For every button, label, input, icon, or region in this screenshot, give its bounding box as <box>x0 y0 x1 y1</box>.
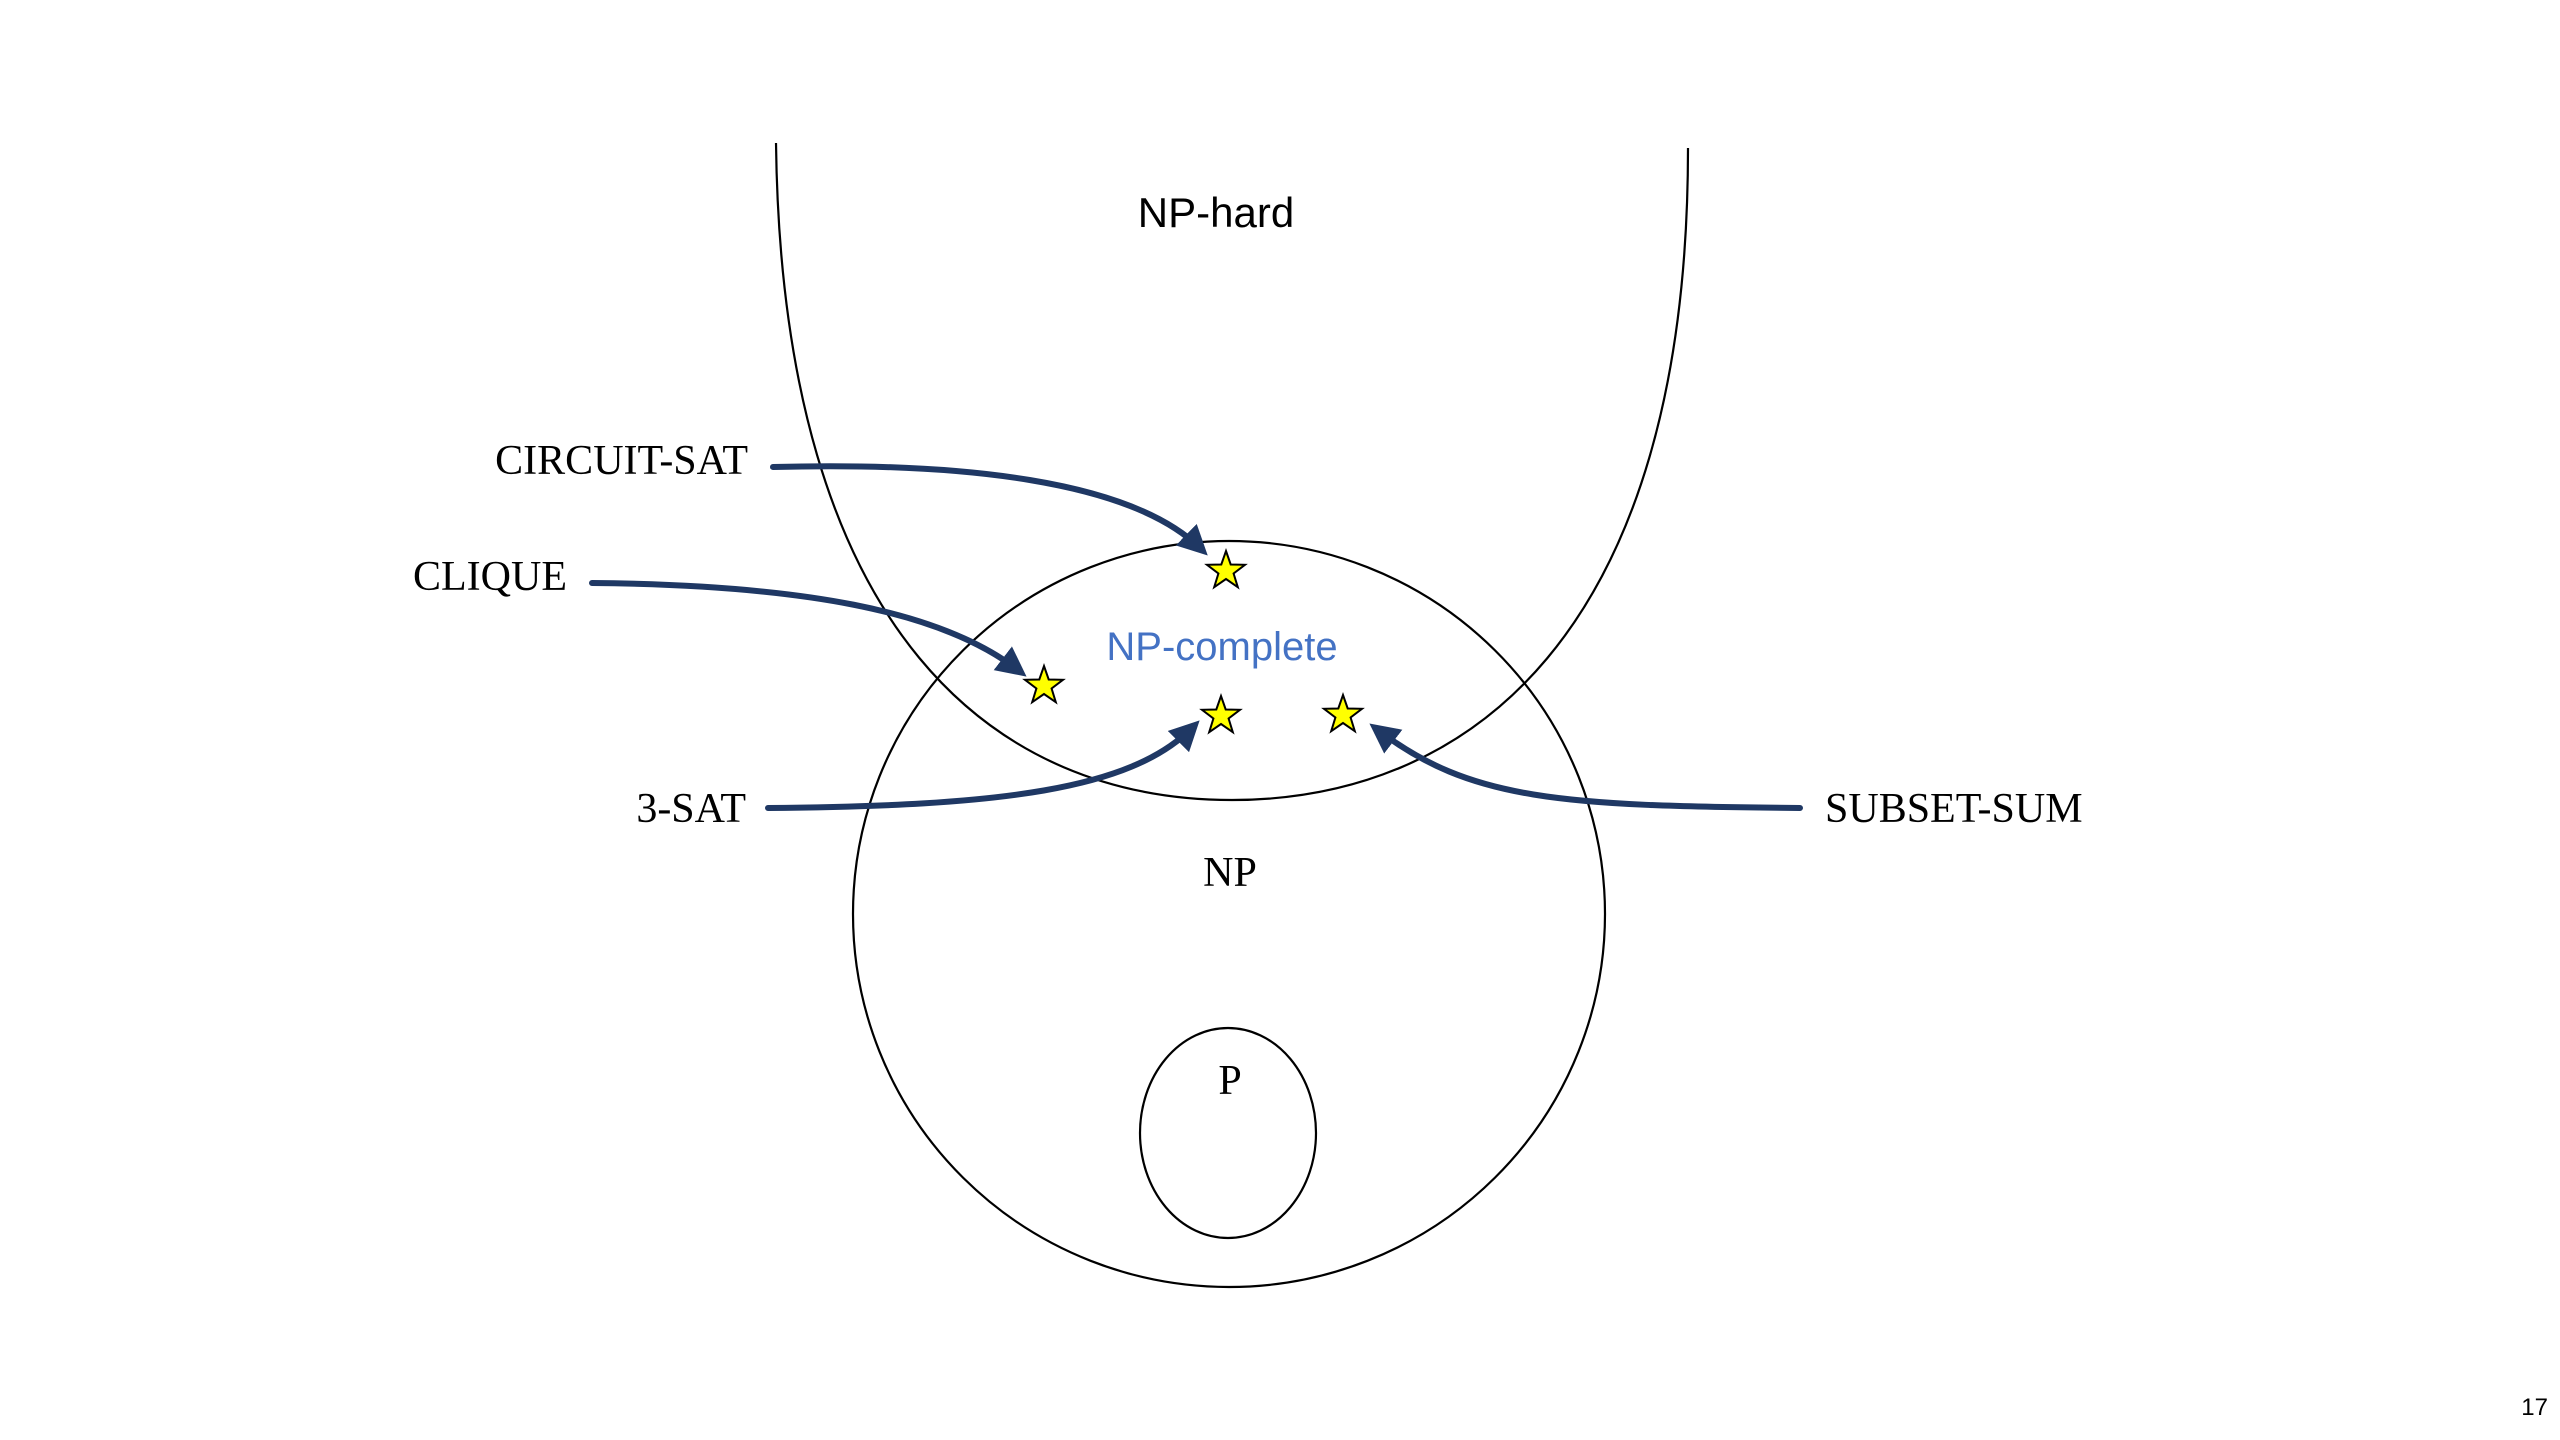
circuit-sat-label: CIRCUIT-SAT <box>495 438 748 484</box>
np-hard-label: NP-hard <box>1138 189 1294 236</box>
clique-label: CLIQUE <box>413 554 567 600</box>
clique-arrow <box>589 580 1027 677</box>
np-complete-label: NP-complete <box>1106 625 1337 669</box>
slide-number: 17 <box>2521 1394 2548 1421</box>
subset-sum-star <box>1321 691 1365 734</box>
subset-sum-arrow <box>1369 723 1803 811</box>
3-sat-arrow <box>765 720 1200 811</box>
3-sat-star <box>1199 692 1243 735</box>
np-label: NP <box>1203 850 1257 896</box>
3-sat-label: 3-SAT <box>636 786 746 832</box>
np-circle <box>851 539 1607 1289</box>
circuit-sat-star <box>1204 547 1248 590</box>
subset-sum-label: SUBSET-SUM <box>1825 786 2083 832</box>
np-hard-region <box>774 142 1690 802</box>
circuit-sat-arrow <box>770 463 1208 556</box>
clique-star <box>1022 662 1066 705</box>
p-label: P <box>1218 1058 1241 1104</box>
p-ellipse <box>1138 1026 1318 1240</box>
